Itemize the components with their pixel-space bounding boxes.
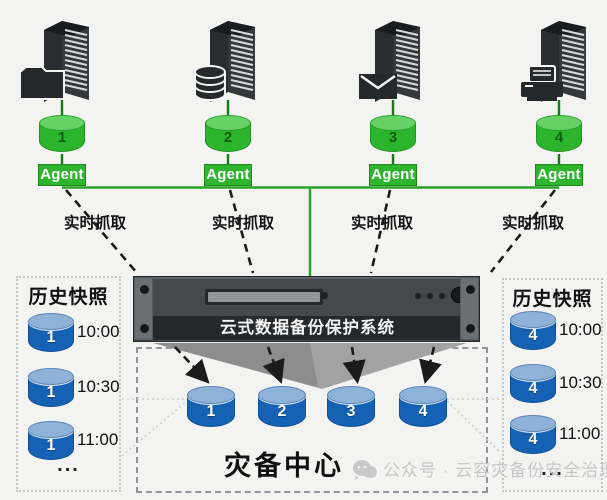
- snapshot-time: 10:00: [559, 320, 602, 339]
- agent-badge-4: Agent: [535, 164, 583, 186]
- server-3: [335, 16, 435, 108]
- drive-slot-icon: [205, 289, 323, 305]
- snapshot-callout-lines: [121, 398, 502, 457]
- capture-label-2: 实时抓取: [211, 215, 274, 232]
- dr-volume-3: 3: [327, 386, 375, 428]
- capture-label-4: 实时抓取: [501, 215, 564, 232]
- rack-ear-right: [460, 277, 479, 340]
- volume-number: 2: [223, 129, 233, 146]
- mail-icon: [359, 74, 397, 99]
- dr-center-title: 灾备中心: [224, 451, 344, 481]
- snapshot-time: 11:00: [77, 430, 119, 449]
- dr-volume-1: 1: [187, 386, 235, 428]
- backup-appliance: 云式数据备份保护系统: [133, 276, 480, 342]
- source-volume-4: 4: [536, 115, 582, 153]
- watermark: 公众号 · 云容灾备份安全治理: [352, 456, 607, 481]
- snapshot-time: 10:00: [77, 322, 120, 341]
- snapshot-volume: 1: [28, 313, 74, 353]
- volume-number: 3: [346, 403, 356, 420]
- source-volume-1: 1: [39, 115, 85, 153]
- volume-number: 2: [277, 403, 287, 420]
- indicator-dot-icon: [427, 293, 433, 299]
- more-snapshots: ...: [57, 454, 80, 476]
- more-snapshots: ...: [541, 458, 564, 480]
- volume-number: 4: [418, 403, 428, 420]
- snapshot-time: 10:30: [77, 377, 120, 396]
- column-connector-lines: [60, 100, 561, 165]
- folder-icon: [19, 66, 65, 100]
- history-panel-left: 历史快照 1 10:00 1 10:30 1 11:00 ...: [16, 276, 121, 492]
- history-panel-right: 历史快照 4 10:00 4 10:30 4 11:00 ...: [502, 278, 603, 492]
- snapshot-volume: 4: [510, 311, 556, 351]
- capture-label-1: 实时抓取: [63, 215, 126, 232]
- volume-number: 4: [554, 129, 564, 146]
- wechat-logo-icon: [353, 459, 377, 480]
- printer-icon: [521, 65, 563, 101]
- snapshot-time: 11:00: [559, 424, 601, 443]
- server-1: [4, 16, 104, 108]
- screw-icon: [140, 285, 149, 294]
- rack-ear-left: [134, 277, 153, 340]
- indicator-dot-icon: [415, 293, 421, 299]
- server-2: [170, 16, 270, 108]
- snapshot-volume: 1: [28, 368, 74, 408]
- server-4: [501, 16, 601, 108]
- dr-volume-4: 4: [399, 386, 447, 428]
- database-icon: [194, 65, 226, 101]
- screw-icon: [140, 324, 149, 333]
- volume-number: 1: [206, 403, 216, 420]
- snapshot-volume: 1: [28, 421, 74, 461]
- history-panel-title: 历史快照: [512, 289, 593, 310]
- source-volume-2: 2: [205, 115, 251, 153]
- agent-badge-2: Agent: [204, 164, 252, 186]
- volume-number: 3: [388, 129, 398, 146]
- snapshot-volume: 4: [510, 364, 556, 404]
- snapshot-volume: 4: [510, 415, 556, 455]
- indicator-dot-icon: [439, 293, 445, 299]
- network-bus-lines: [62, 186, 559, 277]
- source-volume-3: 3: [370, 115, 416, 153]
- appliance-label: 云式数据备份保护系统: [153, 316, 462, 340]
- history-panel-title: 历史快照: [28, 287, 109, 308]
- screw-icon: [466, 285, 475, 294]
- agent-badge-3: Agent: [369, 164, 417, 186]
- volume-number: 1: [57, 129, 67, 146]
- capture-label-3: 实时抓取: [350, 215, 413, 232]
- capture-dashed-lines: [65, 189, 557, 274]
- screw-icon: [466, 324, 475, 333]
- led-icon: [321, 292, 328, 299]
- watermark-text: 公众号 · 云容灾备份安全治理: [383, 461, 607, 480]
- dr-volume-2: 2: [258, 386, 306, 428]
- snapshot-time: 10:30: [559, 373, 602, 392]
- agent-badge-1: Agent: [38, 164, 86, 186]
- backup-arrow: [174, 346, 442, 385]
